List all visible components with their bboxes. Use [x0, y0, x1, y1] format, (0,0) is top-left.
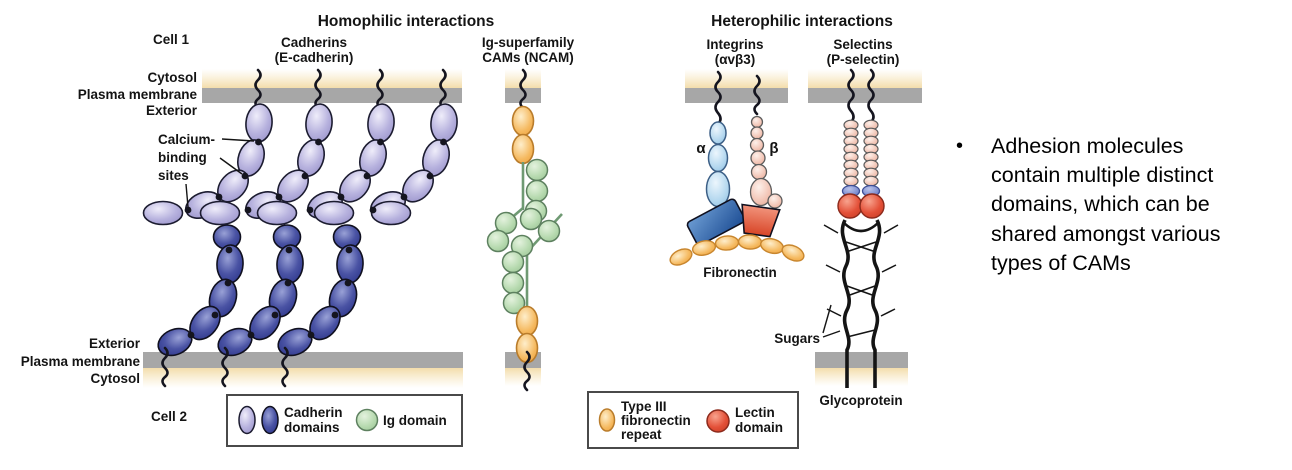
- legend-fn-label-2: fibronectin: [621, 413, 691, 428]
- legend-lectin-swatch: [706, 409, 730, 433]
- integrins-label-1: Integrins: [706, 37, 763, 52]
- top-exterior-label: Exterior: [146, 103, 198, 118]
- bullet-glyph: •: [956, 135, 964, 157]
- alpha-label: α: [696, 140, 706, 157]
- top-plasma-label: Plasma membrane: [78, 87, 198, 102]
- calcium-label-3: sites: [158, 168, 189, 183]
- bottom-exterior-label: Exterior: [89, 336, 141, 351]
- legend-cadherin-label-2: domains: [284, 420, 340, 435]
- selectins-label-1: Selectins: [833, 37, 892, 52]
- calcium-pointer-lines: [185, 138, 255, 208]
- legend-fn-lectin: Type III fibronectin repeat Lectin domai…: [587, 391, 799, 449]
- sugars-pointer-lines: [822, 304, 841, 338]
- lectin-domains: [837, 193, 885, 219]
- top-cytosol-label: Cytosol: [147, 70, 197, 85]
- calcium-label-1: Calcium-: [158, 132, 215, 147]
- legend-lectin-label-1: Lectin: [735, 405, 775, 420]
- legend-dark-cadherin-swatch: [261, 405, 279, 435]
- integrins-label-2: (αvβ3): [715, 52, 756, 67]
- cadherin-molecules: [142, 68, 458, 388]
- integrin-beta-subunit: [749, 115, 783, 209]
- bottom-plasma-label: Plasma membrane: [21, 354, 141, 369]
- sugar-twigs: [823, 224, 899, 338]
- fibronectin-chain: [669, 234, 805, 266]
- selectin-molecule: Sugars Glycoprotein: [774, 68, 903, 408]
- cell1-label: Cell 1: [153, 32, 190, 47]
- cell2-label: Cell 2: [151, 409, 187, 424]
- legend-ig-label: Ig domain: [383, 413, 447, 428]
- heterophilic-title: Heterophilic interactions: [711, 13, 893, 30]
- note-bullet-item: • Adhesion molecules contain multiple di…: [956, 132, 1286, 278]
- legend-fn-label-1: Type III: [621, 399, 667, 414]
- legend-fn-swatch: [598, 408, 616, 432]
- ig-domains: [486, 158, 561, 315]
- igsf-label-1: Ig-superfamily: [482, 35, 575, 50]
- ncam-molecules: [486, 68, 563, 392]
- calcium-label-2: binding: [158, 150, 207, 165]
- fibronectin-label: Fibronectin: [703, 265, 777, 280]
- beta-label: β: [769, 140, 778, 157]
- legend-cadherin-label-1: Cadherin: [284, 405, 343, 420]
- glycoprotein-strands: [823, 219, 899, 388]
- cell1-membrane: [202, 69, 922, 103]
- legend-cadherin-ig: Cadherin domains Ig domain: [226, 394, 463, 447]
- cadherins-label-1: Cadherins: [281, 35, 347, 50]
- bottom-cytosol-label: Cytosol: [90, 371, 140, 386]
- note-text: Adhesion molecules contain multiple dist…: [991, 134, 1221, 275]
- legend-lectin-label-2: domain: [735, 420, 783, 435]
- legend-fn-label-3: repeat: [621, 427, 662, 442]
- sugars-label: Sugars: [774, 331, 820, 346]
- calcium-binding-annotation: Calcium- binding sites: [158, 132, 255, 208]
- integrin-alpha-subunit: [705, 121, 731, 208]
- cam-diagram: Homophilic interactions Heterophilic int…: [21, 13, 922, 449]
- selectins-label-2: (P-selectin): [827, 52, 900, 67]
- integrin-alpha-head: [686, 198, 746, 246]
- igsf-label-2: CAMs (NCAM): [482, 50, 574, 65]
- calcium-binding-dots: [184, 138, 447, 339]
- cadherins-label-2: (E-cadherin): [275, 50, 354, 65]
- glycoprotein-label: Glycoprotein: [819, 393, 902, 408]
- homophilic-title: Homophilic interactions: [318, 13, 495, 30]
- integrin-beta-head: [741, 203, 781, 238]
- legend-ig-swatch: [355, 408, 379, 432]
- legend-light-cadherin-swatch: [238, 405, 256, 435]
- integrin-molecule: α β Fibronectin: [669, 70, 805, 280]
- selectin-egf-repeats: [843, 119, 879, 187]
